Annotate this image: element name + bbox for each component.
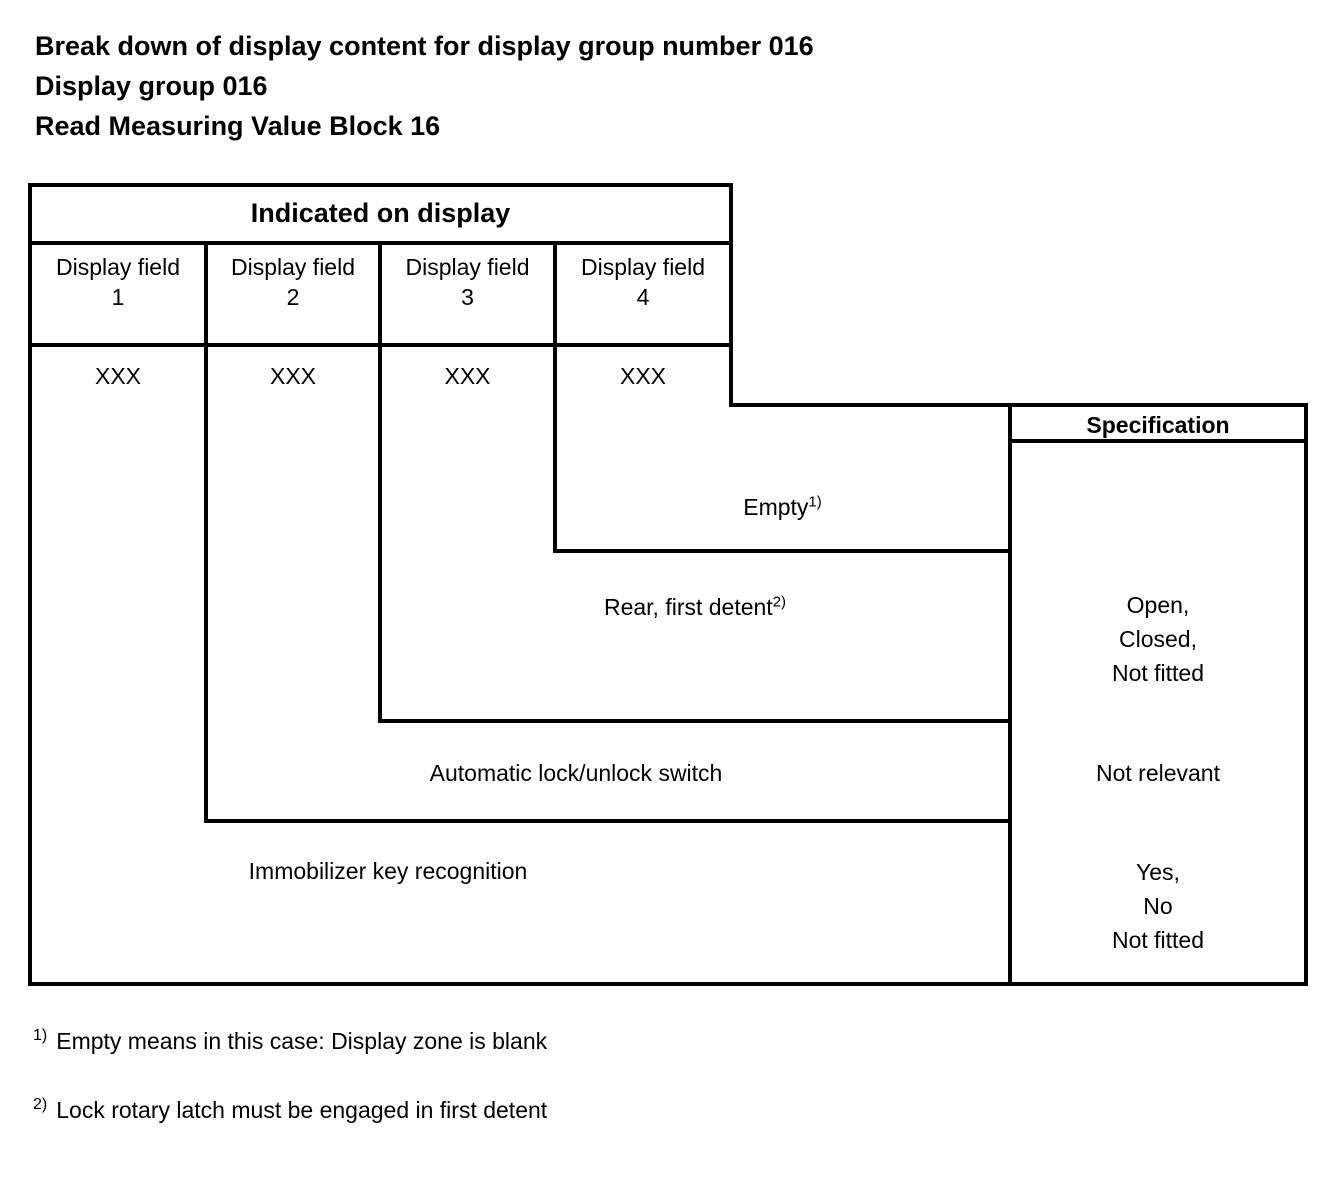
spec-line: Not fitted [1111, 927, 1205, 953]
row-label-text: Empty [743, 494, 809, 520]
table-border-line [1008, 403, 1012, 986]
title-line-2: Display group 016 [35, 71, 268, 101]
table-border-line [204, 819, 1012, 823]
column-header-number: 3 [461, 284, 474, 310]
row-label-immobilizer-key-recognition: Immobilizer key recognition [32, 856, 744, 886]
table-border-line [729, 183, 733, 407]
footnote-marker: 2) [33, 1096, 48, 1114]
row-label-text: Immobilizer key recognition [248, 858, 528, 884]
footnote-marker: 1) [33, 1027, 48, 1045]
table-border-line [28, 982, 1308, 986]
column-header-number: 1 [111, 284, 125, 310]
row-label-text: Automatic lock/unlock switch [429, 760, 723, 786]
footnote-text: Lock rotary latch must be engaged in fir… [56, 1097, 548, 1123]
spec-line: Closed, [1119, 626, 1197, 652]
table-border-line [729, 403, 1308, 407]
column-header-number: 2 [286, 284, 300, 310]
spec-line: Not fitted [1111, 660, 1205, 686]
spec-cell-automatic-lock-unlock-switch: Not relevant [1012, 758, 1304, 788]
display-field-4-value: XXX [619, 363, 667, 389]
footnote-1: 1) Empty means in this case: Display zone… [33, 1028, 547, 1055]
display-field-1-value: XXX [94, 363, 142, 389]
spec-cell-rear-first-detent: Open, Closed, Not fitted [1012, 588, 1304, 690]
column-header-number: 4 [636, 284, 650, 310]
column-header-label: Display field [56, 254, 180, 280]
column-header-label: Display field [581, 254, 705, 280]
spec-line: Yes, [1136, 859, 1180, 885]
table-border-line [28, 183, 733, 187]
column-header-display-field-3: Display field 3 [382, 252, 553, 312]
spec-column-header: Specification [1086, 412, 1230, 438]
column-header-display-field-1: Display field 1 [32, 252, 204, 312]
spec-cell-immobilizer-key-recognition: Yes, No Not fitted [1012, 855, 1304, 957]
spec-line: Not relevant [1095, 760, 1220, 786]
row-label-automatic-lock-unlock-switch: Automatic lock/unlock switch [208, 758, 944, 788]
table-border-line [553, 241, 557, 553]
display-field-3-value: XXX [444, 363, 491, 389]
row-label-rear-first-detent: Rear, first detent2) [382, 592, 1008, 622]
footnote-text: Empty means in this case: Display zone i… [56, 1028, 548, 1054]
spec-line: Open, [1126, 592, 1190, 618]
table-border-line [553, 549, 1012, 553]
footnote-ref-1: 1) [808, 493, 822, 511]
column-header-label: Display field [405, 254, 530, 280]
table-border-line [1008, 439, 1308, 443]
table-border-line [28, 183, 32, 986]
row-label-empty: Empty1) [557, 492, 1008, 522]
table-border-line [378, 719, 1012, 723]
table-border-line [204, 241, 208, 823]
title-line-1: Break down of display content for displa… [35, 31, 814, 61]
footnote-2: 2) Lock rotary latch must be engaged in f… [33, 1097, 547, 1124]
display-field-2-value: XXX [269, 363, 317, 389]
table-header-indicated-on-display: Indicated on display [250, 198, 511, 228]
spec-line: No [1143, 893, 1173, 919]
column-header-display-field-4: Display field 4 [557, 252, 729, 312]
column-header-label: Display field [231, 254, 355, 280]
footnote-ref-2: 2) [772, 593, 787, 611]
column-header-display-field-2: Display field 2 [208, 252, 378, 312]
title-line-3: Read Measuring Value Block 16 [35, 111, 441, 141]
document-title: Break down of display content for displa… [35, 26, 814, 146]
table-border-line [1304, 403, 1308, 986]
row-label-text: Rear, first detent [603, 594, 773, 620]
table-border-line [378, 241, 382, 723]
